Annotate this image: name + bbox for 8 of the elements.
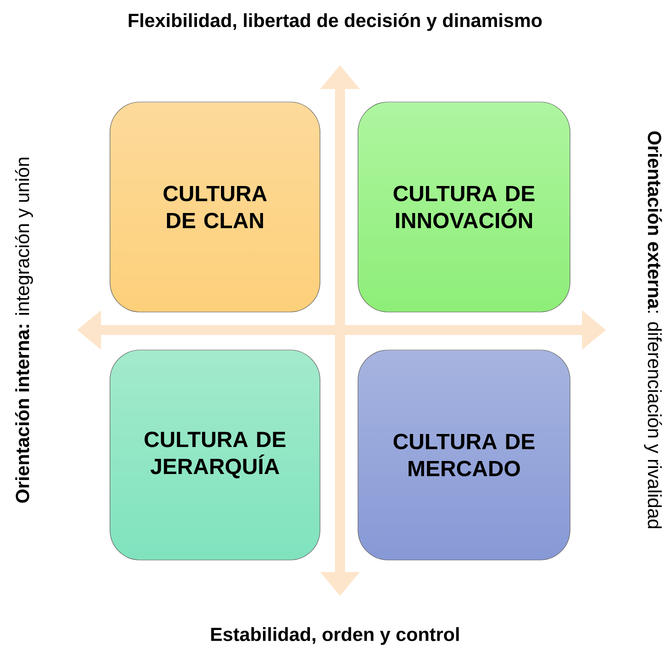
culture-box: CULTURA DE MERCADO bbox=[358, 350, 570, 560]
culture-box: CULTURA DE JERARQUÍA bbox=[110, 350, 320, 560]
axis-title: Flexibilidad, libertad de decisión y dinamismo bbox=[128, 13, 542, 31]
axis-title: Orientación externa: diferenciación y rivalidad bbox=[644, 131, 662, 528]
axis-title: Orientación interna: integración y unión bbox=[15, 158, 33, 503]
culture-box: CULTURA DE CLAN bbox=[110, 102, 320, 312]
axis-title: Estabilidad, orden y control bbox=[211, 627, 459, 645]
culture-box: CULTURA DE INNOVACIÓN bbox=[358, 102, 570, 312]
